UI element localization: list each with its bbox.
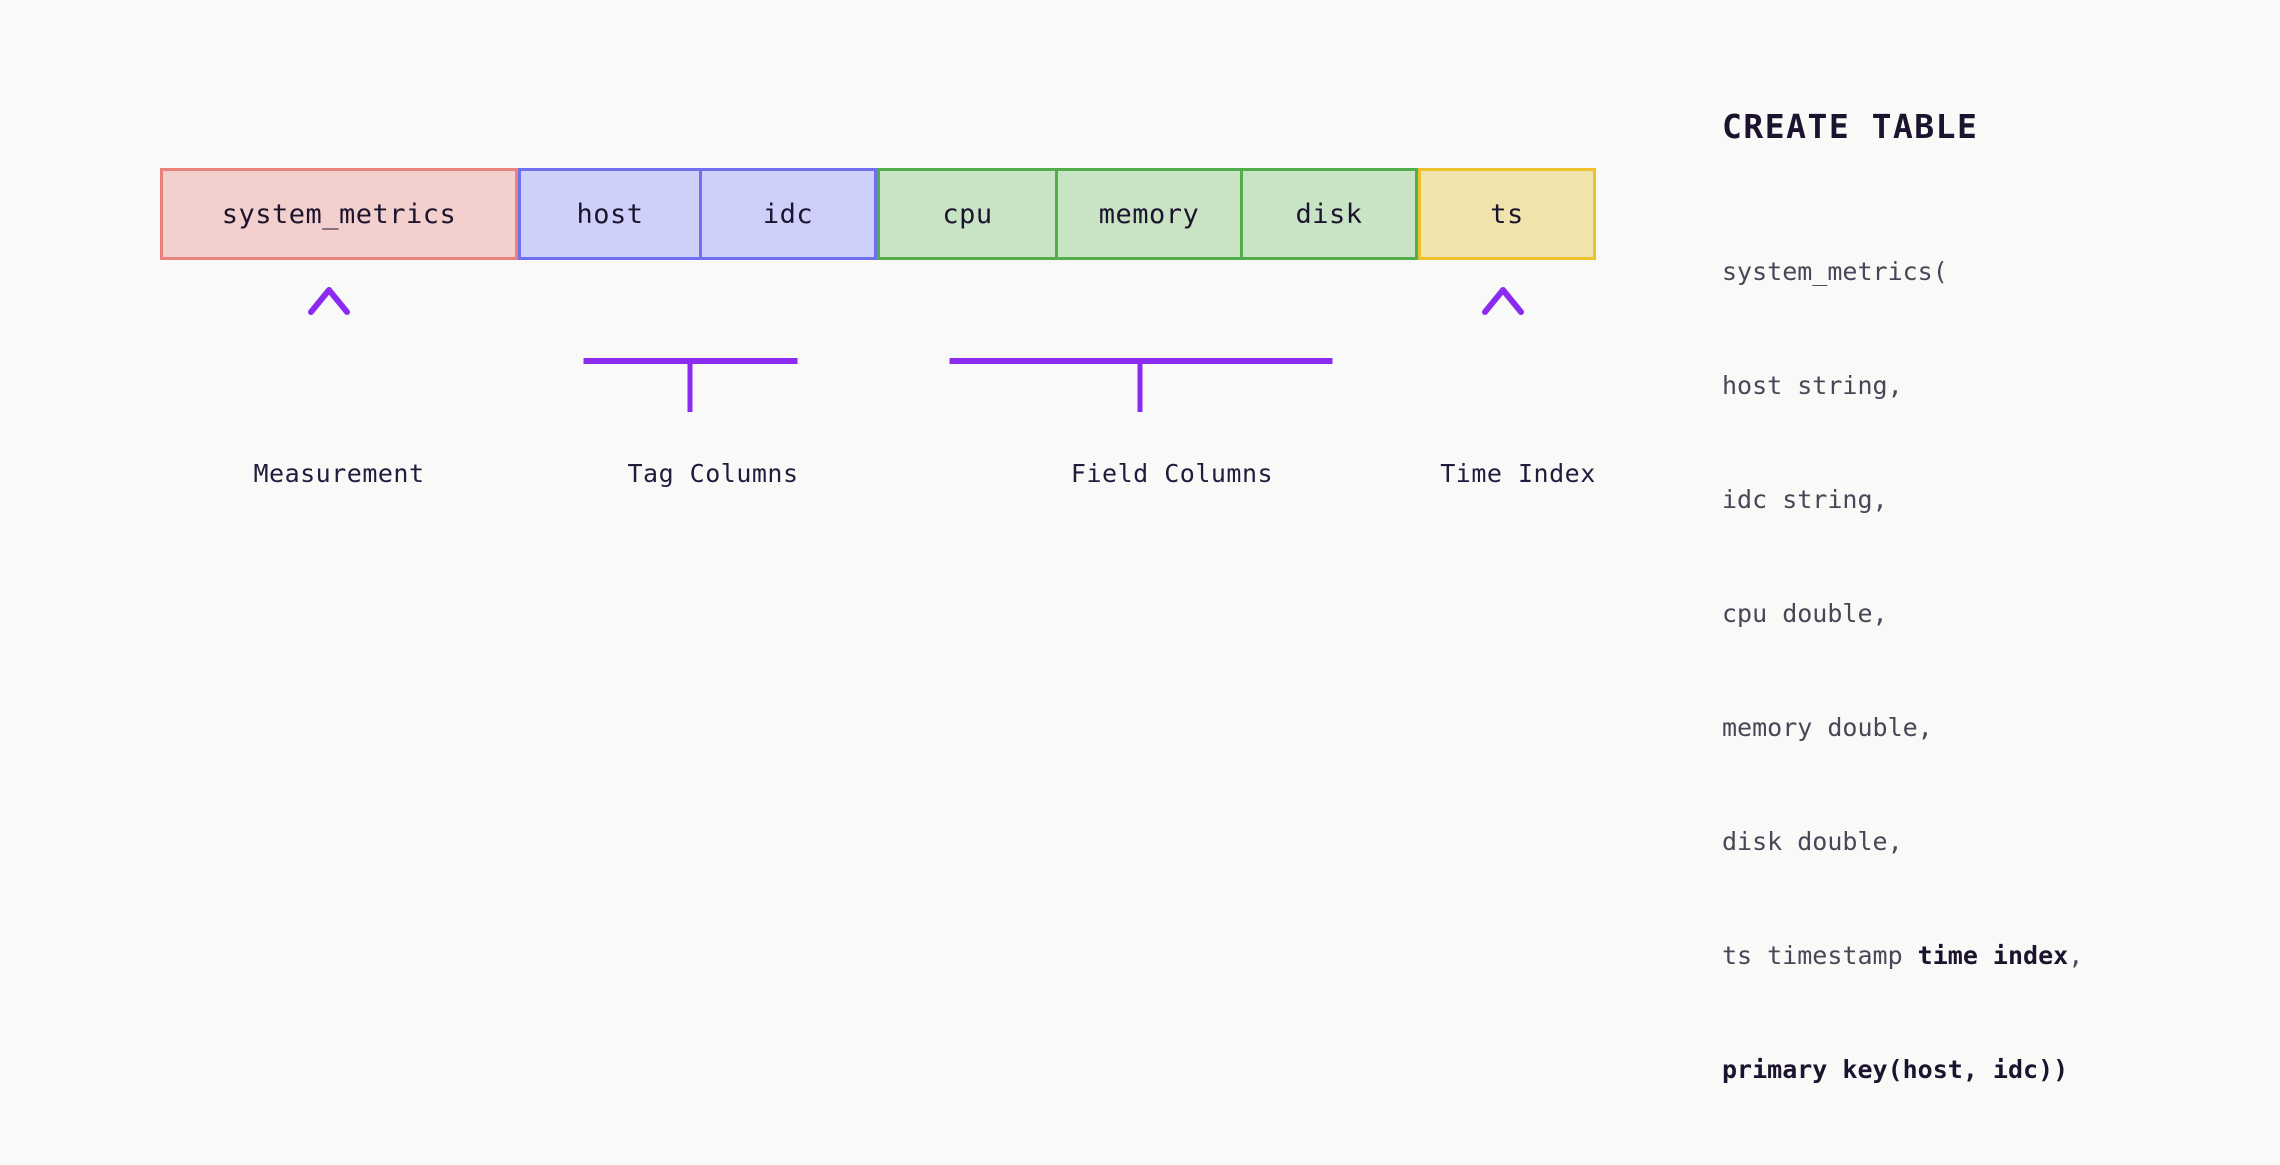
sql-ts-text: ts timestamp <box>1722 941 1918 970</box>
schema-cell-idc[interactable]: idc <box>702 168 877 260</box>
sql-line-disk: disk double, <box>1722 827 1903 856</box>
schema-cell-cpu[interactable]: cpu <box>877 168 1058 260</box>
measurement-arrow-icon <box>308 287 350 398</box>
sql-line-ts: ts timestamp time index, <box>1722 937 2083 975</box>
tag-columns-bracket-icon <box>583 300 798 412</box>
time-index-arrow-icon <box>1482 287 1524 398</box>
annotation-label-field-columns: Field Columns <box>1070 459 1274 488</box>
schema-cell-host[interactable]: host <box>518 168 702 260</box>
diagram-canvas: system_metrics host idc cpu memory disk … <box>160 110 2083 1084</box>
sql-ts-comma: , <box>2068 941 2084 970</box>
annotation-label-measurement: Measurement <box>253 459 425 488</box>
sql-line-primary-key: primary key(host, idc)) <box>1722 1055 2069 1084</box>
schema-cell-memory[interactable]: memory <box>1058 168 1243 260</box>
sql-line-table: system_metrics( <box>1722 257 1948 286</box>
sql-line-host: host string, <box>1722 371 1903 400</box>
sql-panel: CREATE TABLE system_metrics( host string… <box>1722 110 2083 1165</box>
sql-heading: CREATE TABLE <box>1722 107 1979 146</box>
schema-cell-disk[interactable]: disk <box>1243 168 1418 260</box>
annotation-label-time-index: Time Index <box>1440 459 1596 488</box>
schema-cell-ts[interactable]: ts <box>1418 168 1596 260</box>
sql-body[interactable]: system_metrics( host string, idc string,… <box>1722 177 2083 1165</box>
field-columns-bracket-icon <box>949 300 1333 412</box>
sql-line-idc: idc string, <box>1722 485 1888 514</box>
annotation-label-tag-columns: Tag Columns <box>627 459 799 488</box>
schema-strip: system_metrics host idc cpu memory disk … <box>160 168 1596 260</box>
schema-cell-measurement[interactable]: system_metrics <box>160 168 518 260</box>
sql-keyword-time-index: time index <box>1917 941 2069 970</box>
sql-line-cpu: cpu double, <box>1722 599 1888 628</box>
sql-line-memory: memory double, <box>1722 713 1933 742</box>
